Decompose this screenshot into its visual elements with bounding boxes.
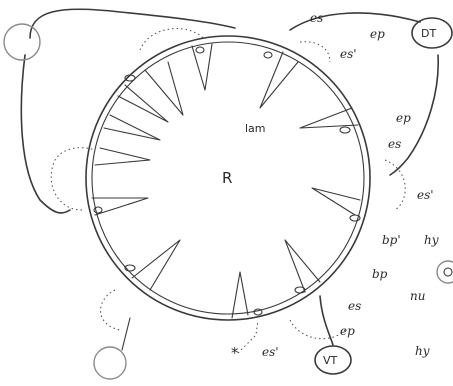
wedge-left-mid — [104, 115, 160, 140]
label-es-prime-top: es' — [340, 47, 357, 61]
wedge-left-upper — [95, 148, 150, 165]
wedge-bottom-center — [232, 272, 248, 318]
nu-nucleus — [444, 268, 452, 276]
label-lam: lam — [245, 122, 266, 135]
cell-right-nu — [437, 261, 453, 283]
cell-outline-bottom — [290, 320, 345, 339]
label-es-prime-bottom: es' — [262, 345, 279, 359]
vt-stalk — [320, 296, 333, 345]
label-hy-bottom: hy — [415, 344, 430, 358]
label-nu: nu — [410, 289, 425, 303]
label-ep-right: ep — [396, 111, 411, 125]
cell-outline-bottom-left — [101, 290, 120, 330]
left-outer-strand — [21, 55, 70, 213]
label-bp: bp — [372, 267, 388, 281]
label-ep-top: ep — [370, 27, 385, 41]
dt-label: DT — [421, 27, 436, 40]
vt-label: VT — [323, 354, 338, 367]
nucleus-6 — [295, 287, 305, 293]
peripheral-cells — [4, 24, 453, 379]
stalk-bottom-left — [122, 318, 130, 350]
wedge-bottom-right — [285, 240, 320, 292]
nucleus-7 — [254, 309, 262, 315]
label-bp-prime: bp' — [382, 233, 401, 247]
wedge-top-center — [192, 44, 212, 90]
label-asterisk: * — [231, 344, 239, 362]
label-es-bottom: es — [348, 299, 361, 313]
nucleus-2 — [196, 47, 204, 53]
label-hy-top: hy — [424, 233, 439, 247]
nucleus-4 — [340, 127, 350, 133]
label-center-r: R — [222, 169, 232, 187]
cell-outline-right — [385, 160, 405, 210]
wedge-right-upper — [300, 108, 358, 128]
label-es-right: es — [388, 137, 401, 151]
pointer-line-asterisk — [238, 320, 258, 353]
label-es-prime-right: es' — [417, 188, 434, 202]
wedge-top-far-left — [118, 85, 168, 122]
top-left-strand — [30, 9, 235, 38]
dt-cell: DT — [412, 18, 452, 48]
wedge-right-lower — [312, 188, 360, 215]
label-es-top: es — [310, 11, 323, 25]
cell-top-left — [4, 24, 40, 60]
nucleus-9 — [94, 207, 102, 213]
nucleus-3 — [264, 52, 272, 58]
diagram-labels: R es ep es' lam ep es es' bp' hy bp nu e… — [222, 11, 439, 362]
cell-bottom-left — [94, 347, 126, 379]
label-ep-bottom: ep — [340, 324, 355, 338]
wedge-bottom-left — [132, 240, 180, 290]
wedge-top-right — [260, 52, 298, 108]
